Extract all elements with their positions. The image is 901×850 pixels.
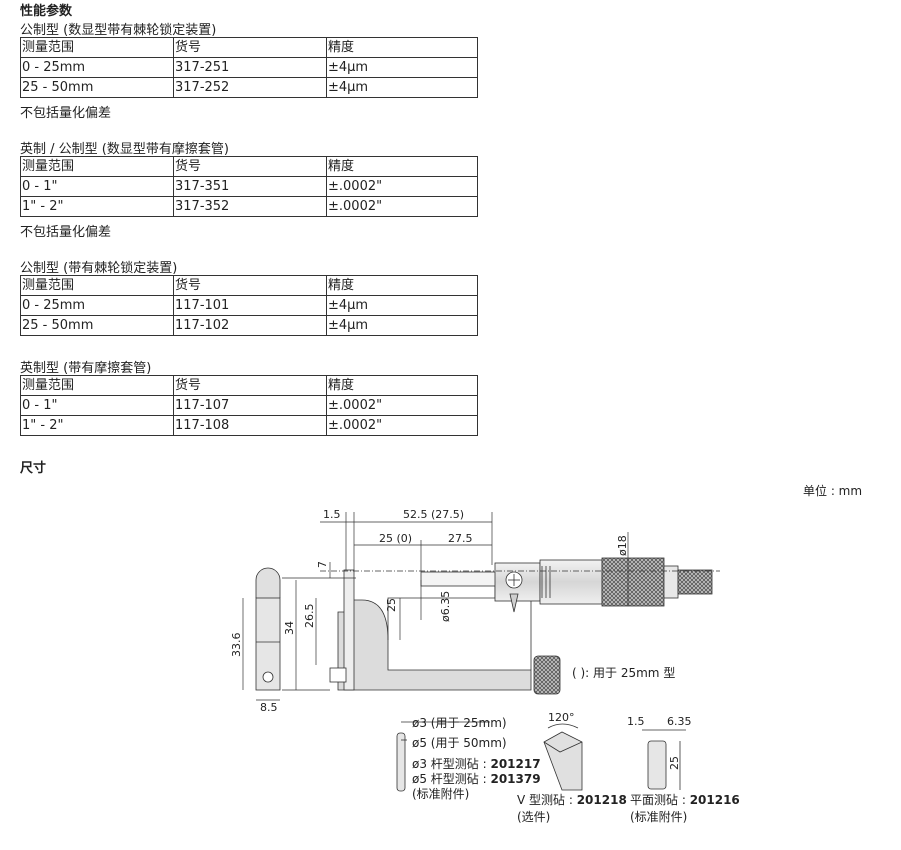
flat-dim-1-5: 1.5	[627, 715, 645, 728]
dim-25-0: 25 (0)	[379, 532, 412, 545]
v-anvil	[543, 723, 583, 791]
table-cell: 25 - 50mm	[20, 315, 174, 336]
pin-anvil-3-label: ø3 杆型测砧 :	[412, 757, 490, 771]
specs-section-title: 性能参数	[20, 4, 73, 19]
pin-anvil-3: ø3 杆型测砧 : 201217	[412, 757, 541, 771]
dim-25: 25	[385, 598, 398, 612]
v-anvil: V 型测砧 : 201218	[517, 793, 627, 807]
dim-52-5: 52.5 (27.5)	[403, 508, 464, 521]
flat-anvil	[642, 729, 686, 790]
pin-anvil-3-code: 201217	[490, 757, 540, 771]
pin-phi3: ø3 (用于 25mm)	[412, 716, 507, 730]
side-view	[255, 567, 281, 691]
table-cell: 317-352	[173, 196, 327, 217]
table-cell: 1" - 2"	[20, 196, 174, 217]
dim-34: 34	[283, 621, 296, 635]
table-row: 1" - 2" 117-108 ±.0002"	[20, 415, 478, 436]
pin-anvil	[396, 721, 490, 792]
table-row: 0 - 25mm 117-101 ±4µm	[20, 295, 478, 316]
dim-phi6-35: ø6.35	[439, 591, 452, 622]
table-cell: 117-107	[173, 395, 327, 416]
pin-anvil-5-label: ø5 杆型测砧 :	[412, 772, 490, 786]
table-1-caption: 公制型 (数显型带有棘轮锁定装置)	[20, 23, 217, 38]
dim-8-5: 8.5	[260, 701, 278, 714]
pin-anvil-5: ø5 杆型测砧 : 201379	[412, 772, 541, 786]
dim-27-5: 27.5	[448, 532, 473, 545]
table-row: 25 - 50mm 117-102 ±4µm	[20, 315, 478, 336]
table-1-note: 不包括量化偏差	[20, 106, 112, 121]
spindle	[420, 571, 497, 587]
table-cell: ±4µm	[326, 315, 478, 336]
table-cell: ±.0002"	[326, 415, 478, 436]
pin-anvil-5-code: 201379	[490, 772, 540, 786]
dim-phi18: ø18	[616, 535, 629, 556]
table-2-note: 不包括量化偏差	[20, 225, 112, 240]
thimble-assembly	[494, 557, 713, 613]
bracket-note: ( ): 用于 25mm 型	[572, 666, 675, 680]
spec-table-4: 测量范围 货号 精度 0 - 1" 117-107 ±.0002" 1" - 2…	[20, 375, 478, 436]
pin-standard: (标准附件)	[412, 787, 469, 801]
flat-standard: (标准附件)	[630, 810, 687, 824]
dimension-lines	[242, 512, 720, 701]
table-cell: 1" - 2"	[20, 415, 174, 436]
spec-table-1: 测量范围 货号 精度 0 - 25mm 317-251 ±4µm 25 - 50…	[20, 37, 478, 98]
flat-dim-25: 25	[668, 756, 681, 770]
pin-phi5: ø5 (用于 50mm)	[412, 736, 507, 750]
v-angle: 120°	[548, 711, 575, 724]
flat-dim-6-35: 6.35	[667, 715, 692, 728]
dim-33-6: 33.6	[230, 633, 243, 658]
v-optional: (选件)	[517, 810, 550, 824]
table-cell: 317-252	[173, 77, 327, 98]
table-2-caption: 英制 / 公制型 (数显型带有摩擦套管)	[20, 142, 229, 157]
table-4-caption: 英制型 (带有摩擦套管)	[20, 361, 152, 376]
flat-anvil-label: 平面测砧 :	[630, 793, 690, 807]
header-cell: 货号	[173, 275, 327, 296]
dimensions-section-title: 尺寸	[20, 461, 47, 476]
table-cell: ±.0002"	[326, 196, 478, 217]
flat-anvil: 平面测砧 : 201216	[630, 793, 740, 807]
lock-knob	[533, 655, 561, 695]
table-cell: 117-102	[173, 315, 327, 336]
table-row: 1" - 2" 317-352 ±.0002"	[20, 196, 478, 217]
v-anvil-code: 201218	[577, 793, 627, 807]
v-anvil-label: V 型测砧 :	[517, 793, 577, 807]
dim-1-5: 1.5	[323, 508, 341, 521]
flat-anvil-code: 201216	[690, 793, 740, 807]
table-cell: ±4µm	[326, 77, 478, 98]
dim-7: 7	[316, 561, 329, 568]
unit-label: 单位 : mm	[803, 484, 863, 498]
spec-table-2: 测量范围 货号 精度 0 - 1" 317-351 ±.0002" 1" - 2…	[20, 156, 478, 217]
table-cell: 25 - 50mm	[20, 77, 174, 98]
table-row: 25 - 50mm 317-252 ±4µm	[20, 77, 478, 98]
table-3-caption: 公制型 (带有棘轮锁定装置)	[20, 261, 178, 276]
dim-26-5: 26.5	[303, 604, 316, 629]
spec-table-3: 测量范围 货号 精度 0 - 25mm 117-101 ±4µm 25 - 50…	[20, 275, 478, 336]
